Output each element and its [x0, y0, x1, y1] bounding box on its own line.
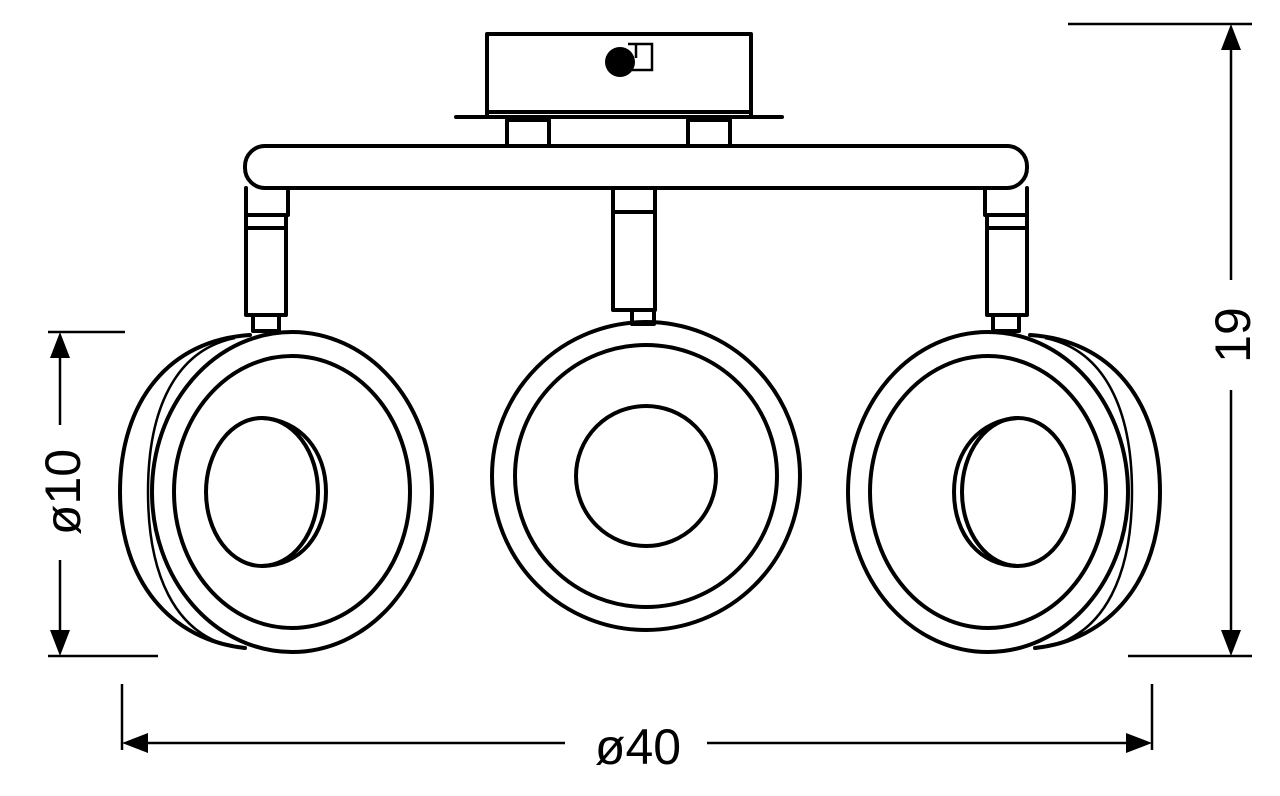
width-dimension: ø40: [120, 684, 1154, 775]
center-spot-arm: [611, 186, 657, 326]
right-spotlight: [846, 330, 1162, 654]
spot-diameter-label: ø10: [35, 449, 91, 535]
ceiling-canopy: [454, 32, 784, 119]
right-spot-arm: [983, 186, 1029, 333]
center-spotlight: [490, 320, 802, 632]
spot-diameter-dimension: ø10: [35, 330, 158, 658]
left-spot-arm: [244, 186, 290, 333]
height-dimension-label: 19: [1205, 307, 1261, 363]
width-dimension-label: ø40: [595, 719, 681, 775]
height-dimension: 19: [1068, 22, 1261, 658]
canopy-connectors: [505, 118, 732, 148]
left-spotlight: [118, 330, 434, 654]
mounting-bar: [243, 144, 1029, 190]
